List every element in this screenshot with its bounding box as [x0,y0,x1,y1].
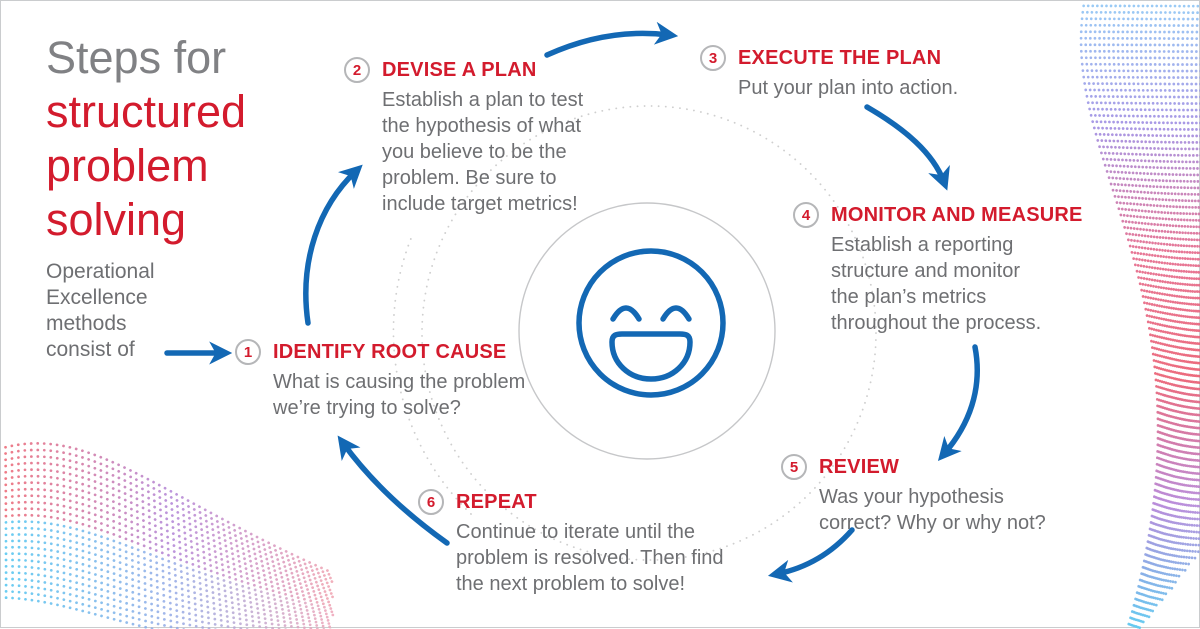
smiley-mouth [609,331,693,382]
arrow-step5-to-step6 [767,527,855,583]
arrow-step4-to-step5 [937,344,980,462]
arrow-step3-to-step4 [864,104,950,191]
flow-arrows [164,21,980,583]
right-dotted-wave-decoration [1079,1,1200,629]
background-rings [392,105,877,561]
outer-dotted-arc [392,235,472,515]
smiley-right-eye [660,305,692,322]
arrow-step2-to-step3 [544,21,679,58]
left-dotted-wave-decoration [1,442,335,629]
arrow-step6-to-step1 [337,435,450,546]
inner-solid-ring [518,202,776,460]
smiley-left-eye [610,305,642,322]
outer-dotted-ring [421,105,877,561]
arrow-step1-to-step2 [303,164,363,326]
smiley-face-icon [576,248,726,398]
